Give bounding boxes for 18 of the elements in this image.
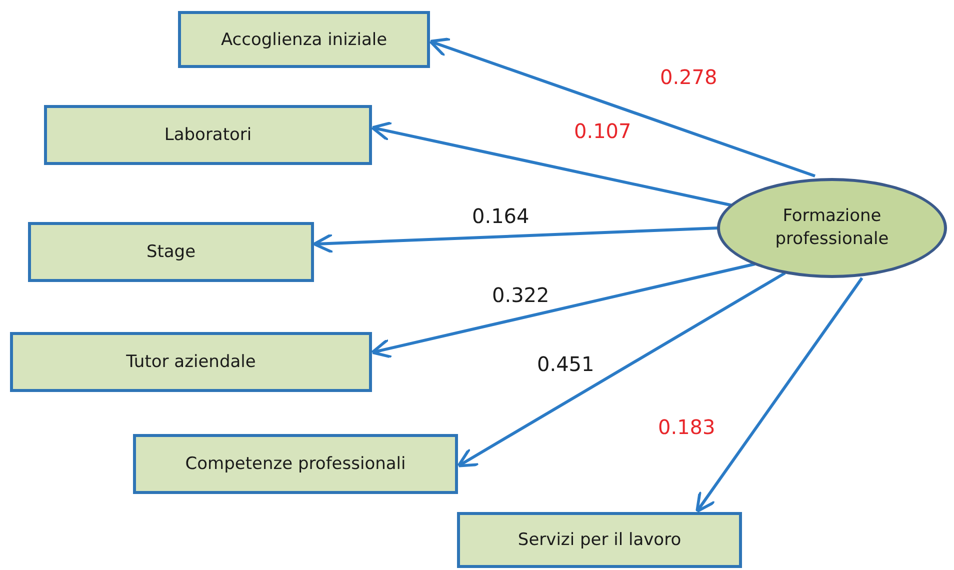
- arrow: [457, 272, 786, 468]
- process-box: [28, 222, 314, 282]
- node-label: Laboratori: [164, 125, 252, 145]
- node-label: Servizi per il lavoro: [518, 530, 682, 550]
- process-box: [44, 105, 372, 165]
- process-box: [10, 332, 372, 392]
- node-label: Formazione professionale: [774, 205, 890, 251]
- node-label: Accoglienza iniziale: [220, 30, 388, 50]
- node-label: Stage: [146, 242, 196, 262]
- process-box: [133, 434, 458, 494]
- node-label: Tutor aziendale: [126, 352, 256, 372]
- arrow: [696, 277, 864, 513]
- process-box: [178, 11, 430, 68]
- arrow: [428, 37, 816, 178]
- arrow: [312, 226, 718, 254]
- node-label: Competenze professionali: [185, 454, 406, 474]
- arrow: [370, 262, 756, 359]
- process-box: [457, 512, 742, 568]
